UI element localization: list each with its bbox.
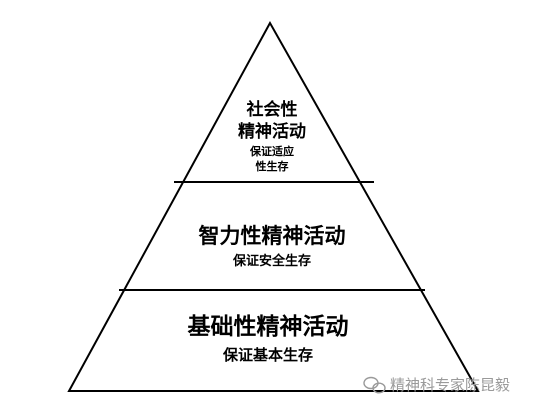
top-tier-title-line1: 社会性 [246,99,298,120]
wechat-icon [363,376,386,394]
pyramid-outline [67,20,480,392]
bottom-tier-subtitle: 保证基本生存 [222,346,313,364]
top-tier-subtitle-line2: 性生存 [256,159,289,173]
top-tier-subtitle-line1: 保证适应 [249,144,294,158]
watermark: 精神科专家陈昆毅 [363,376,510,394]
middle-tier-subtitle: 保证安全生存 [232,253,311,269]
top-tier-title-line2: 精神活动 [238,121,306,142]
watermark-text: 精神科专家陈昆毅 [390,376,510,394]
bottom-tier-title: 基础性精神活动 [188,313,349,340]
middle-tier-title: 智力性精神活动 [199,224,346,248]
